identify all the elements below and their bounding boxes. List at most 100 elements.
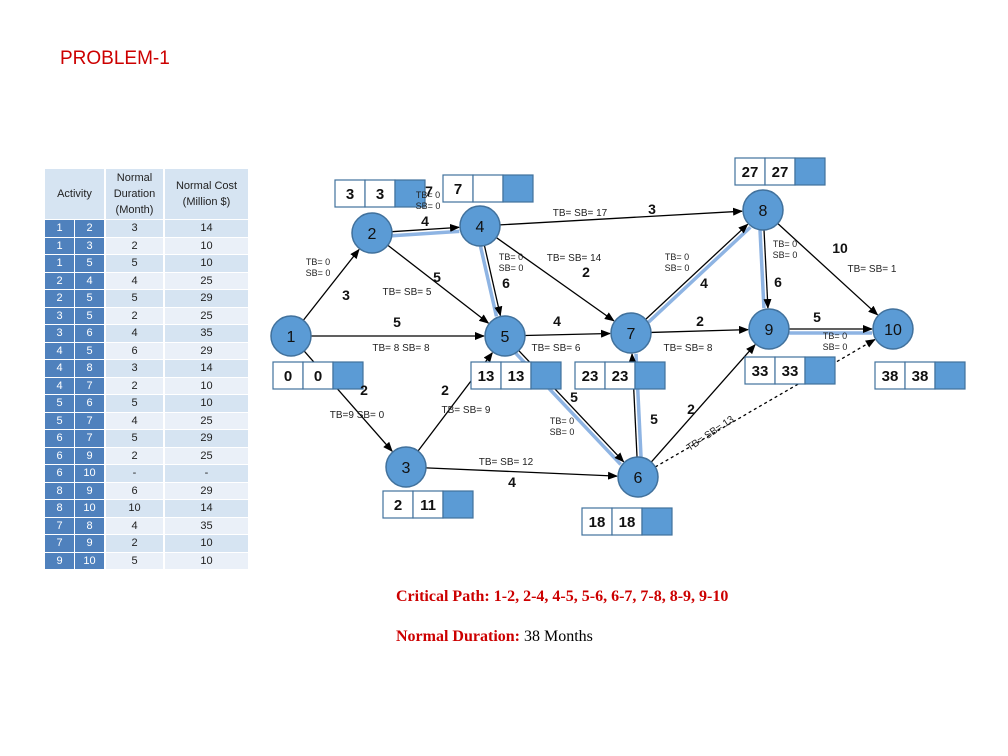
float-label-f57: TB= SB= 6 [532, 343, 581, 354]
cell-j: 9 [74, 534, 105, 552]
node-n8 [742, 189, 784, 231]
cell-c: 25 [163, 447, 248, 465]
header-duration: Normal Duration (Month) [104, 168, 164, 220]
node-label-n1: 1 [287, 329, 296, 346]
edge-n8-n9 [763, 229, 772, 310]
time-ls-n2: 3 [376, 186, 384, 203]
time-cell [472, 174, 504, 203]
node-n10 [872, 308, 914, 350]
duration-d13: 2 [360, 382, 368, 398]
critical-edge-n8-n9 [758, 230, 766, 309]
node-n1 [270, 315, 312, 357]
node-n7 [610, 312, 652, 354]
node-n9 [748, 308, 790, 350]
cell-i: 9 [45, 552, 75, 569]
duration-d56: 5 [570, 389, 578, 405]
float-line: TB= SB= 6 [532, 343, 581, 354]
cell-c: 35 [163, 324, 248, 342]
header-duration-text: Normal Duration (Month) [113, 172, 156, 216]
float-line: SB= 0 [773, 250, 798, 260]
cell-j: 4 [74, 272, 105, 290]
cell-j: 7 [74, 429, 105, 447]
time-es-n7: 23 [582, 368, 599, 385]
time-cell [364, 179, 396, 208]
float-line: TB= SB= 5 [383, 287, 432, 298]
float-line: SB= 0 [416, 201, 441, 211]
edge-n7-n8 [645, 223, 749, 320]
time-cell [744, 356, 776, 385]
node-n5 [484, 315, 526, 357]
duration-d36: 4 [508, 474, 516, 490]
cell-j: 5 [74, 307, 105, 325]
time-es-n3: 2 [394, 497, 402, 514]
float-line: TB= 8 SB= 8 [372, 343, 430, 354]
cell-i: 4 [45, 342, 75, 360]
critical-path-value: 1-2, 2-4, 4-5, 5-6, 6-7, 7-8, 8-9, 9-10 [493, 588, 729, 605]
duration-d24: 4 [421, 213, 429, 229]
time-cell [500, 361, 532, 390]
time-cell [442, 174, 474, 203]
cell-d: 5 [104, 254, 164, 272]
cell-c: 29 [163, 342, 248, 360]
float-line: TB= 0 [665, 252, 689, 262]
edge-n6-n9 [650, 343, 756, 463]
time-cell [334, 179, 366, 208]
float-label-f25: TB= SB= 5 [383, 287, 432, 298]
cell-i: 6 [45, 464, 75, 482]
cell-d: 4 [104, 324, 164, 342]
node-label-n2: 2 [368, 226, 377, 243]
time-cell [804, 356, 836, 385]
critical-path-label: Critical Path: [396, 588, 490, 605]
time-box-n4: 7 [442, 174, 534, 203]
cell-d: - [104, 464, 164, 482]
edge-n4-n7 [495, 237, 615, 322]
cell-c: 35 [163, 517, 248, 535]
cell-j: 8 [74, 517, 105, 535]
cell-i: 6 [45, 447, 75, 465]
cell-d: 2 [104, 534, 164, 552]
cell-j: 5 [74, 289, 105, 307]
time-cell [581, 507, 613, 536]
duration-d89: 6 [774, 274, 782, 290]
normal-duration-label: Normal Duration: [396, 628, 520, 645]
float-line: TB= 0 [773, 239, 797, 249]
duration-d15: 5 [393, 314, 401, 330]
duration-d810: 10 [832, 240, 848, 256]
cell-j: 5 [74, 254, 105, 272]
duration-d57: 4 [553, 313, 561, 329]
cell-d: 4 [104, 517, 164, 535]
cell-i: 1 [45, 254, 75, 272]
cell-d: 5 [104, 429, 164, 447]
time-cell [934, 361, 966, 390]
cell-d: 5 [104, 552, 164, 569]
float-line: TB= 0 [550, 416, 574, 426]
edge-n4-n8 [499, 207, 744, 226]
critical-path-line: Critical Path: 1-2, 2-4, 4-5, 5-6, 6-7, … [396, 588, 728, 606]
time-ls-n9: 33 [782, 363, 799, 380]
time-cell [502, 174, 534, 203]
cell-j: 10 [74, 464, 105, 482]
node-label-n10: 10 [884, 322, 902, 339]
time-cell [442, 490, 474, 519]
time-cell [412, 490, 444, 519]
duration-d25: 5 [433, 269, 441, 285]
float-label-f15: TB= 8 SB= 8 [372, 343, 430, 354]
cell-i: 7 [45, 534, 75, 552]
page-title: PROBLEM-1 [60, 48, 170, 69]
time-ls-n6: 18 [619, 514, 636, 531]
